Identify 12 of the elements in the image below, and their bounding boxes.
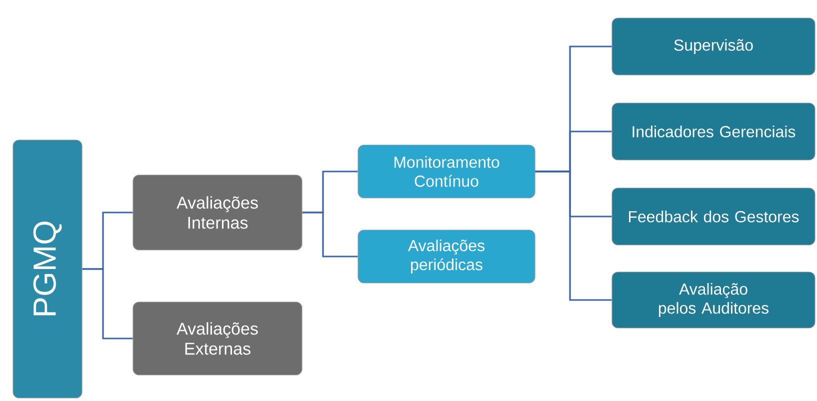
title-bar: PGMQ [12,140,82,398]
connector-line [302,212,358,258]
process-box: Avaliações Externas [132,302,302,376]
connector-line [82,268,133,340]
connector-line [535,170,612,301]
process-box: Feedback dos Gestores [612,188,816,246]
process-box: Avaliações Internas [132,174,302,250]
process-box: Indicadores Gerenciais [612,102,816,160]
process-box: Supervisão [612,18,816,76]
process-box: Monitoramento Contínuo [358,144,536,198]
process-box: Avaliação pelos Auditores [612,272,816,328]
process-box: Avaliações periódicas [358,230,536,284]
